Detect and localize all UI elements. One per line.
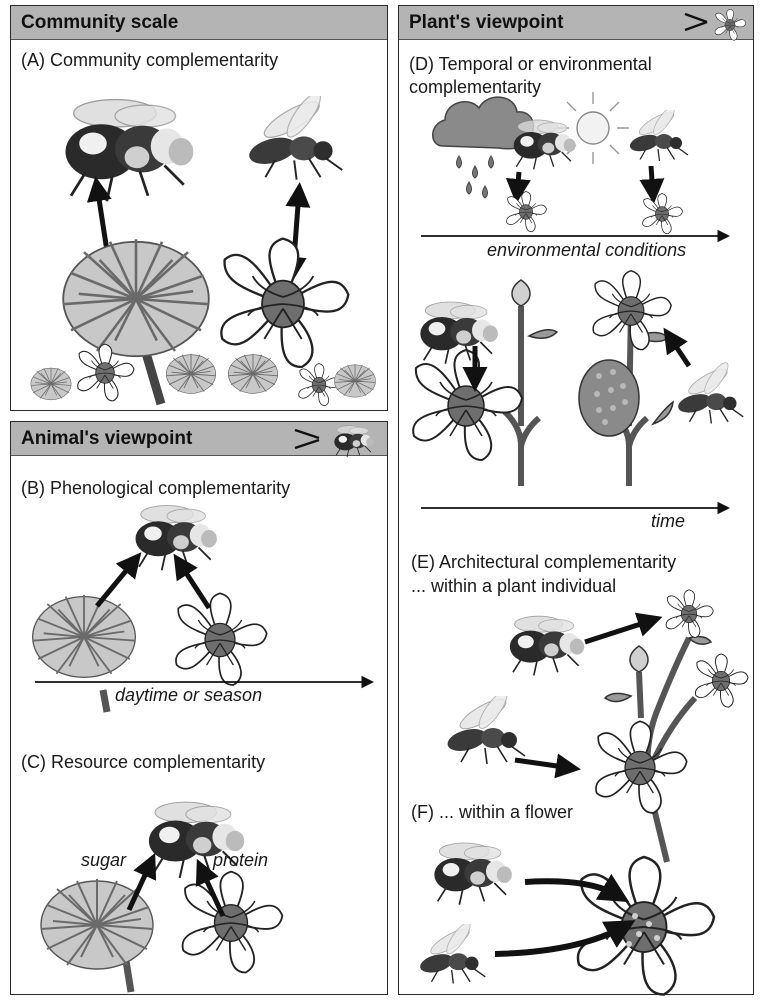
fruit-icon [579, 360, 639, 436]
axis-label-daytime: daytime or season [115, 685, 262, 706]
label-sugar: sugar [81, 850, 126, 871]
bumblebee-icon [510, 616, 584, 675]
bumblebee-icon [66, 100, 194, 202]
white-flower-icon [176, 593, 267, 685]
bumblebee-icon [136, 506, 217, 571]
axis-label-environmental: environmental conditions [487, 240, 686, 261]
sun-icon [557, 92, 629, 164]
white-flower-icon [643, 193, 683, 233]
solitary-bee-icon [418, 920, 485, 984]
bumblebee-icon [514, 120, 576, 169]
dandelion-flower-icon [166, 354, 215, 394]
arrow-icon [685, 14, 707, 30]
dandelion-flower-icon [33, 595, 136, 678]
label-e-line2: ... within a plant individual [411, 576, 616, 597]
label-d-line2: complementarity [409, 77, 541, 98]
white-flower-icon [507, 191, 547, 231]
white-flower-icon [695, 654, 748, 707]
white-flower-icon [578, 857, 714, 995]
label-c: (C) Resource complementarity [21, 752, 265, 773]
plant-illustration [399, 6, 755, 996]
community-illustration [11, 6, 389, 412]
dandelion-flower-icon [31, 367, 71, 399]
animal-illustration [11, 422, 389, 996]
arrow-icon [295, 430, 319, 448]
white-flower-icon [596, 721, 687, 813]
arrow-icon [179, 562, 209, 608]
solitary-bee-icon [628, 104, 688, 161]
solitary-bee-icon [445, 688, 525, 764]
label-e-line1: (E) Architectural complementarity [411, 552, 676, 573]
white-flower-icon [299, 364, 341, 406]
community-scale-panel: Community scale (A) Community complement… [10, 5, 388, 411]
white-flower-icon [183, 872, 283, 973]
label-b: (B) Phenological complementarity [21, 478, 290, 499]
solitary-bee-icon [676, 360, 743, 424]
label-f: (F) ... within a flower [411, 802, 573, 823]
axis-label-time: time [651, 511, 685, 532]
animal-viewpoint-panel: Animal's viewpoint (B) Phenological comp… [10, 421, 388, 995]
arrow-icon [651, 166, 653, 194]
solitary-bee-icon [246, 88, 342, 179]
arrow-icon [97, 560, 135, 606]
white-flower-icon [413, 350, 522, 460]
arrow-icon [669, 336, 689, 366]
dandelion-flower-icon [63, 239, 209, 356]
white-flower-icon [666, 590, 713, 638]
arrow-icon [517, 172, 519, 194]
bumblebee-icon [434, 843, 512, 905]
label-protein: protein [213, 850, 268, 871]
arrow-icon [585, 620, 653, 642]
bumblebee-icon [334, 426, 374, 457]
dandelion-flower-icon [334, 364, 375, 397]
white-flower-icon [715, 9, 746, 40]
dandelion-flower-icon [228, 354, 277, 394]
plant-viewpoint-panel: Plant's viewpoint [398, 5, 754, 995]
label-d-line1: (D) Temporal or environmental [409, 54, 652, 75]
white-flower-icon [221, 239, 348, 367]
arrow-icon [515, 760, 571, 768]
